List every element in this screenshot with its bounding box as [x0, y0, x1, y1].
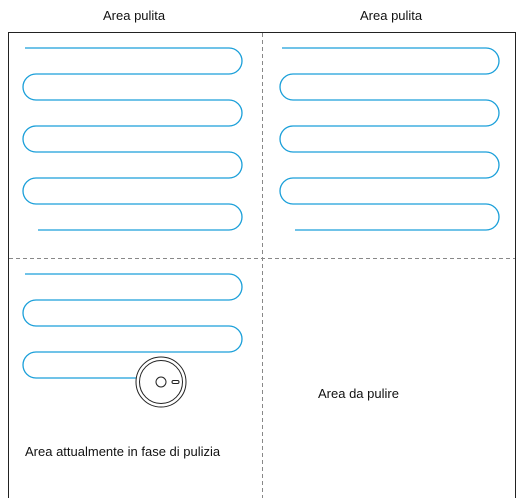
label-bottom-right: Area da pulire	[318, 386, 399, 401]
cleaning-path-top-left	[22, 47, 243, 231]
label-bottom-left: Area attualmente in fase di pulizia	[25, 444, 221, 459]
label-top-right: Area pulita	[360, 8, 423, 23]
robot-vacuum-icon	[135, 356, 187, 408]
cleaning-path-top-right	[279, 47, 500, 231]
cleaning-path-bottom-left	[22, 273, 243, 379]
label-top-left: Area pulita	[103, 8, 166, 23]
quadrant-dividers	[9, 33, 515, 498]
